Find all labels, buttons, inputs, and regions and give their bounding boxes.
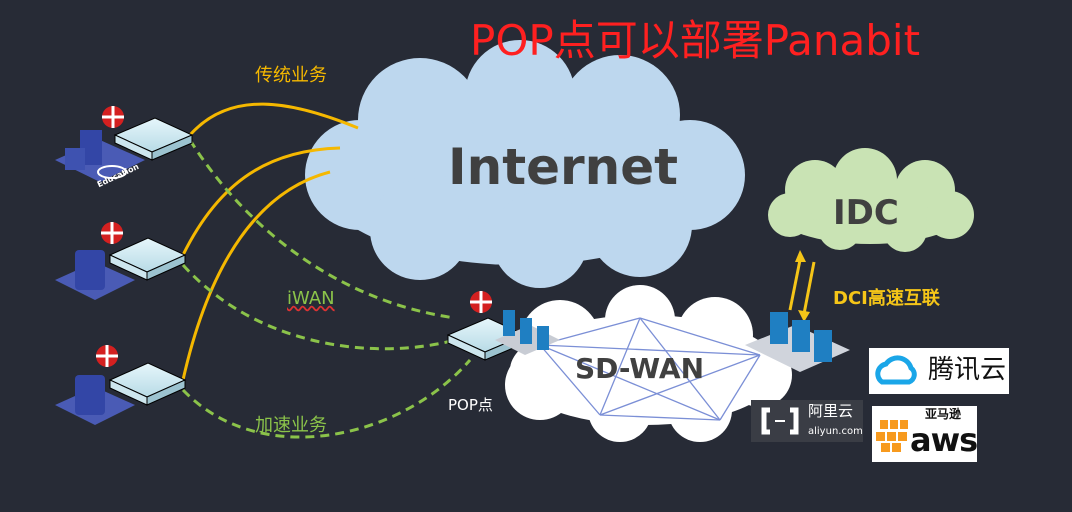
aliyun-logo-text-en: aliyun.com: [808, 426, 863, 437]
branch-device-2: [108, 237, 187, 281]
office-building-3: [55, 375, 135, 425]
traditional-label: 传统业务: [255, 65, 327, 86]
sdwan-label: SD-WAN: [575, 352, 705, 385]
idc-label: IDC: [833, 193, 899, 233]
aws-logo-text-cn: 亚马逊: [925, 407, 962, 421]
pop-servers: [495, 310, 560, 355]
panabit-umbrella-icon: [96, 106, 492, 367]
idc-servers: [745, 312, 850, 372]
branch-device-1: [113, 117, 194, 161]
aws-logo-text: aws: [910, 421, 978, 459]
traditional-links: [181, 102, 359, 381]
accelerated-label: 加速业务: [255, 415, 327, 436]
tencent-logo-text: 腾讯云: [928, 355, 1007, 385]
pop-label: POP点: [448, 396, 493, 414]
page-title: POP点可以部署Panabit: [470, 16, 921, 65]
dci-label: DCI高速互联: [833, 288, 940, 309]
tencent-cloud-icon: [875, 355, 917, 385]
tencent-logo-bg: [869, 348, 1009, 394]
dci-arrows: [788, 250, 816, 322]
aws-boxes-icon: [876, 420, 908, 452]
iwan-links: [181, 139, 472, 439]
iwan-label: iWAN: [287, 288, 335, 309]
aliyun-icon: [761, 407, 799, 435]
internet-cloud: [305, 40, 745, 288]
idc-cloud: [768, 148, 974, 252]
aliyun-logo-bg: [751, 400, 863, 442]
office-building-2: [55, 250, 135, 300]
branch-device-3: [108, 362, 187, 406]
aliyun-logo-text-cn: 阿里云: [808, 402, 854, 420]
internet-label: Internet: [448, 138, 679, 196]
education-building: [55, 130, 145, 182]
sdwan-mesh: [539, 317, 761, 421]
